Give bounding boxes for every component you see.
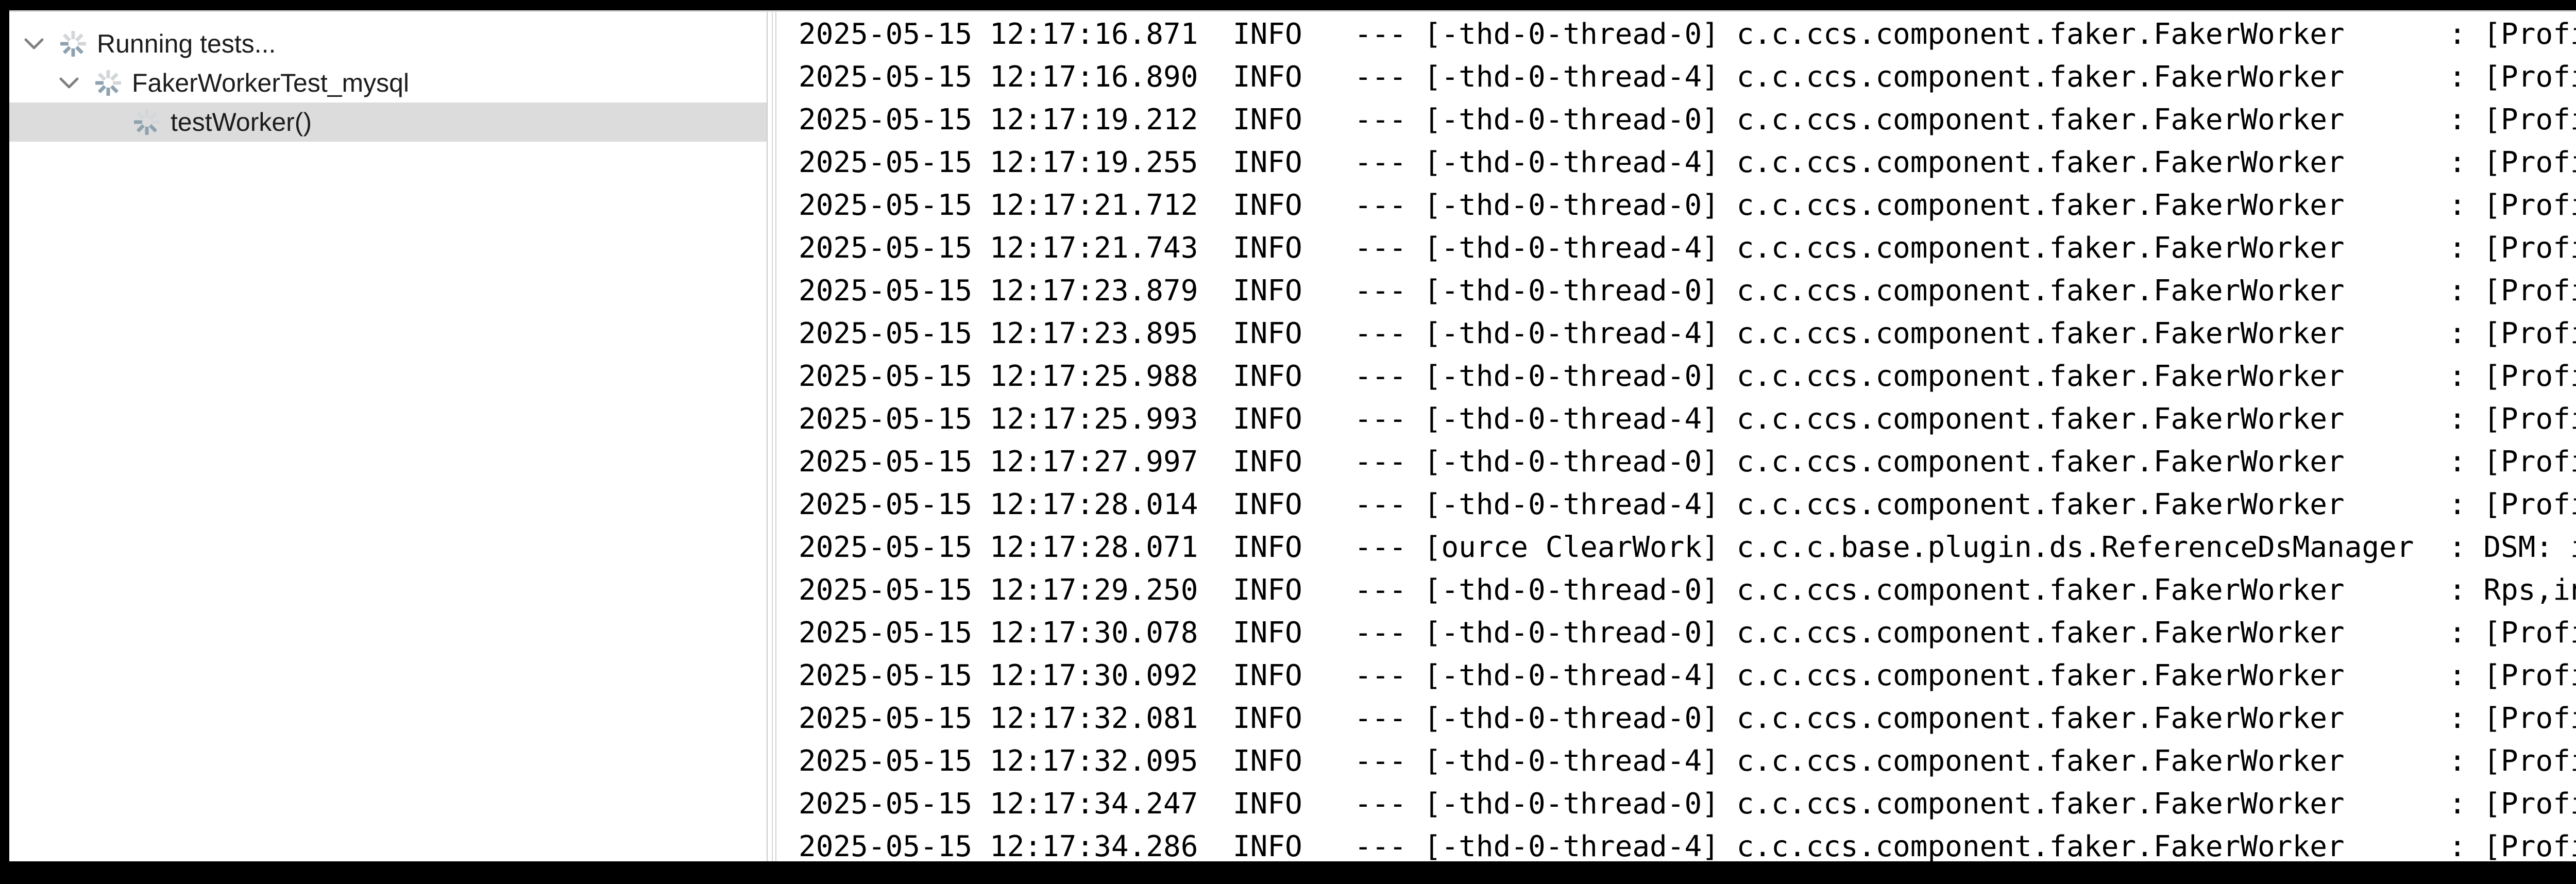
log-line: 2025-05-15 12:17:34.247 INFO --- [-thd-0… — [799, 787, 2576, 821]
tree-row-fakerworkertest-mysql[interactable]: FakerWorkerTest_mysql — [9, 63, 767, 103]
log-line: 2025-05-15 12:17:34.286 INFO --- [-thd-0… — [799, 830, 2576, 861]
log-line: 2025-05-15 12:17:16.871 INFO --- [-thd-0… — [799, 18, 2576, 51]
panel-splitter[interactable] — [768, 12, 776, 861]
log-line: 2025-05-15 12:17:25.993 INFO --- [-thd-0… — [799, 402, 2576, 436]
tree-row-label: FakerWorkerTest_mysql — [132, 69, 410, 97]
log-line: 2025-05-15 12:17:28.071 INFO --- [ource … — [799, 531, 2576, 564]
tree-row-running-tests[interactable]: Running tests... — [9, 24, 767, 63]
tree-row-label: testWorker() — [171, 108, 312, 137]
tree-row-label: Running tests... — [97, 29, 276, 58]
log-line: 2025-05-15 12:17:27.997 INFO --- [-thd-0… — [799, 445, 2576, 479]
chevron-down-icon[interactable] — [23, 36, 59, 52]
tree-row-testworker[interactable]: testWorker() — [9, 103, 767, 142]
log-line: 2025-05-15 12:17:16.890 INFO --- [-thd-0… — [799, 60, 2576, 94]
console-output[interactable]: 2025-05-15 12:17:16.871 INFO --- [-thd-0… — [776, 12, 2576, 861]
log-line: 2025-05-15 12:17:32.081 INFO --- [-thd-0… — [799, 702, 2576, 735]
chevron-down-icon[interactable] — [58, 75, 94, 91]
log-line: 2025-05-15 12:17:23.895 INFO --- [-thd-0… — [799, 317, 2576, 350]
log-line: 2025-05-15 12:17:21.712 INFO --- [-thd-0… — [799, 189, 2576, 222]
test-in-progress-spinner-icon — [94, 69, 131, 97]
log-line: 2025-05-15 12:17:30.092 INFO --- [-thd-0… — [799, 659, 2576, 692]
log-line: 2025-05-15 12:17:19.212 INFO --- [-thd-0… — [799, 103, 2576, 137]
log-line: 2025-05-15 12:17:21.743 INFO --- [-thd-0… — [799, 231, 2576, 265]
log-line: 2025-05-15 12:17:30.078 INFO --- [-thd-0… — [799, 616, 2576, 650]
log-line: 2025-05-15 12:17:23.879 INFO --- [-thd-0… — [799, 274, 2576, 308]
log-line: 2025-05-15 12:17:25.988 INFO --- [-thd-0… — [799, 360, 2576, 393]
log-line: 2025-05-15 12:17:28.014 INFO --- [-thd-0… — [799, 488, 2576, 521]
test-in-progress-spinner-icon — [59, 29, 96, 58]
log-line: 2025-05-15 12:17:32.095 INFO --- [-thd-0… — [799, 744, 2576, 778]
log-line: 2025-05-15 12:17:29.250 INFO --- [-thd-0… — [799, 573, 2576, 607]
log-line: 2025-05-15 12:17:19.255 INFO --- [-thd-0… — [799, 146, 2576, 179]
test-in-progress-spinner-icon — [132, 108, 170, 137]
